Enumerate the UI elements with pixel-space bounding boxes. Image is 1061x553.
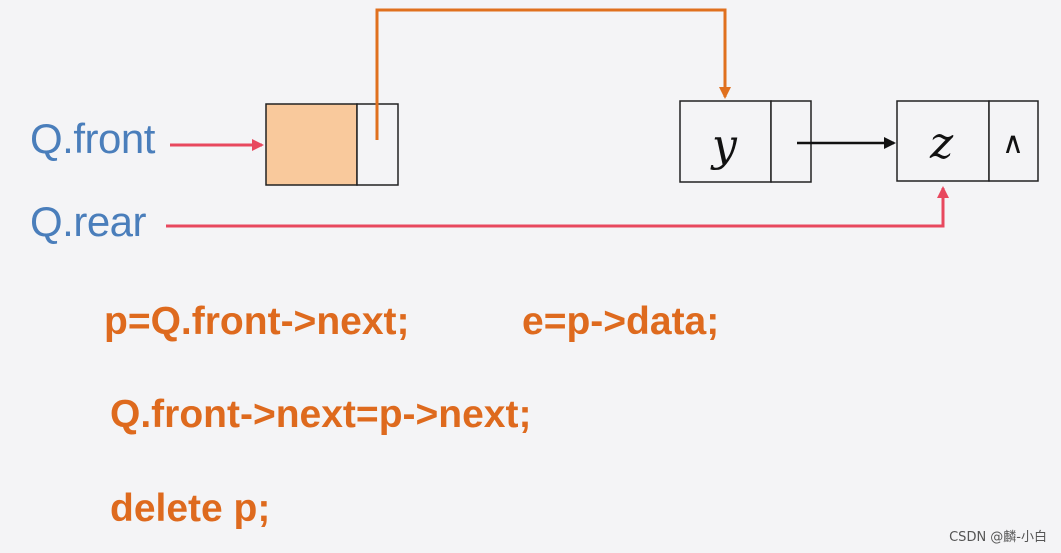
front-pointer-label: Q.front <box>30 115 156 162</box>
rear-pointer-label: Q.rear <box>30 198 147 245</box>
head-next-link-arrow <box>375 8 731 140</box>
node-z-next-cell <box>988 100 1039 182</box>
head-node <box>265 103 399 186</box>
node-y-value: y <box>710 120 738 171</box>
node-y: y <box>679 100 812 183</box>
head-node-data-cell <box>265 103 358 186</box>
rear-pointer-arrow <box>166 186 949 228</box>
code-line-assign-e: e=p->data; <box>522 300 720 343</box>
null-pointer-symbol: ∧ <box>1002 126 1024 161</box>
linked-queue-diagram: Q.front Q.rear y z ∧ <box>30 8 1039 245</box>
watermark: CSDN @麟-小白 <box>949 530 1047 545</box>
node-z-value: z <box>929 118 954 169</box>
code-line-delete: delete p; <box>110 487 271 530</box>
node-y-next-cell <box>770 100 812 183</box>
node-z-data-cell <box>896 100 990 182</box>
code-line-assign-p: p=Q.front->next; <box>104 300 410 343</box>
node-z: z ∧ <box>896 100 1039 182</box>
node-y-data-cell <box>679 100 772 183</box>
code-line-relink-front: Q.front->next=p->next; <box>110 393 532 436</box>
